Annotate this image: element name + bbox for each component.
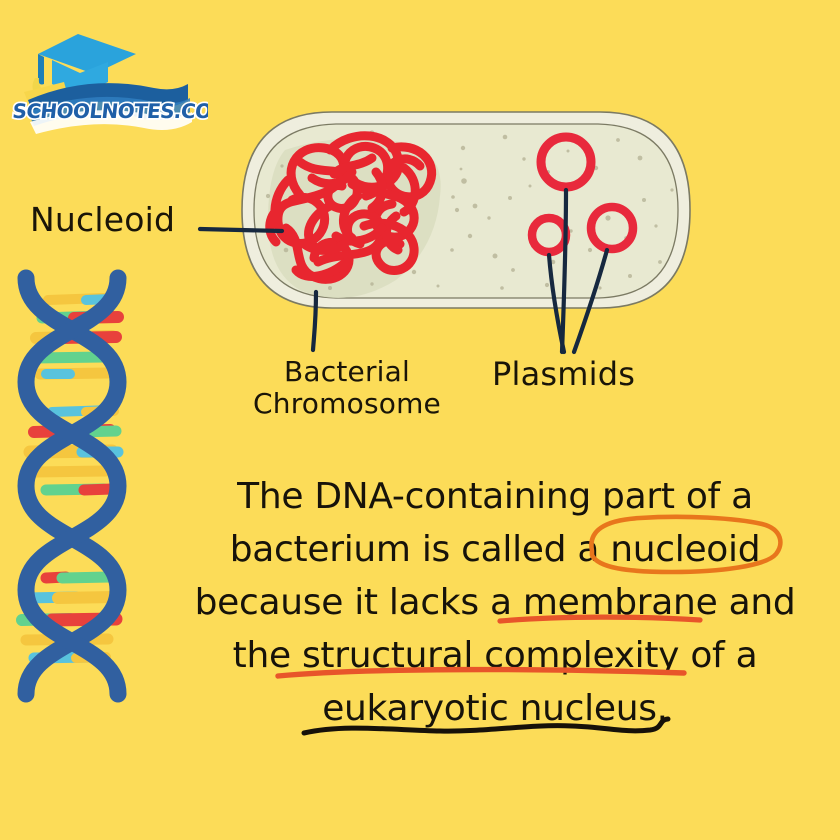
paragraph-line-3: because it lacks a membrane and: [194, 582, 796, 623]
schoolnotes-logo[interactable]: SCHOOLNOTES.CO.ZA: [8, 22, 208, 137]
leader-lines: [197, 187, 610, 355]
leader-plasmid-2: [546, 252, 567, 355]
leader-nucleoid: [197, 226, 285, 234]
paragraph-line-1: The DNA-containing part of a: [237, 476, 753, 517]
explanation-paragraph: The DNA-containing part of a bacterium i…: [150, 470, 840, 735]
leader-plasmid-1: [559, 187, 569, 355]
paragraph-line-5: eukaryotic nucleus.: [322, 688, 668, 729]
plasmid-ring-1: [536, 132, 596, 192]
logo-ribbon: [28, 83, 192, 134]
paragraph-line-2: bacterium is called a nucleoid: [229, 529, 761, 570]
nucleoid-dna-tangle: [265, 131, 437, 284]
label-nucleoid: Nucleoid: [30, 200, 176, 239]
paragraph-line-4: the structural complexity of a: [232, 635, 758, 676]
plasmid-ring-3: [586, 202, 638, 254]
leader-plasmid-3: [571, 247, 610, 355]
label-bacterial-chromosome: Bacterial Chromosome: [253, 355, 441, 421]
label-plasmids: Plasmids: [492, 355, 636, 393]
cytoplasm-granules: [265, 130, 674, 290]
leader-bacterial-chromosome: [310, 289, 319, 353]
logo-wordmark: SCHOOLNOTES.CO.ZA: [11, 99, 208, 123]
dna-backbone: [17, 269, 127, 703]
